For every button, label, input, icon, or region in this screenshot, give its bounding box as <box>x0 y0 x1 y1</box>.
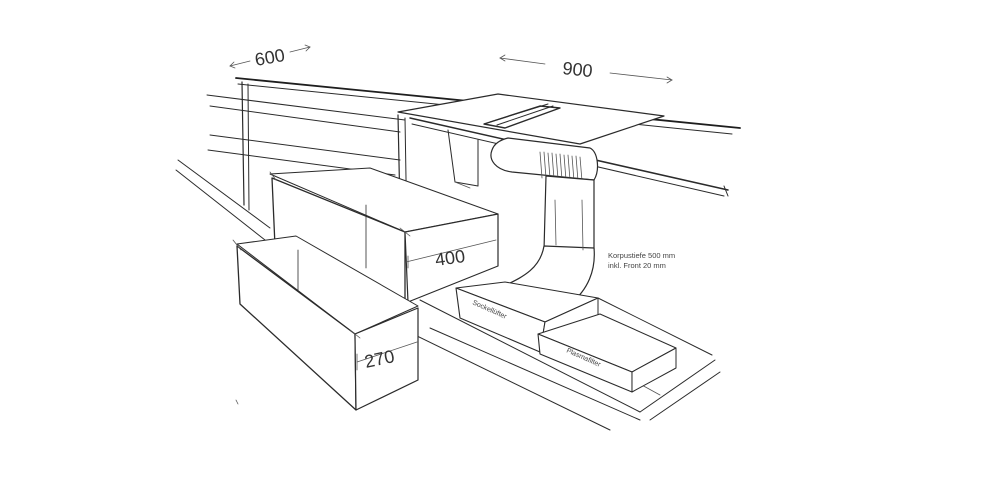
extraction-duct <box>490 137 599 305</box>
depth-note-line2: inkl. Front 20 mm <box>608 261 666 270</box>
plasma-filter-unit: Plasmafilter <box>537 313 677 393</box>
depth-note-line1: Korpustiefe 500 mm <box>608 251 675 260</box>
cooktop <box>397 93 665 145</box>
stray-mark <box>235 399 239 405</box>
dimension-600-label: 600 <box>253 45 286 70</box>
dimension-600: 600 <box>229 44 311 70</box>
dimension-400-label: 400 <box>434 246 467 270</box>
drawer-lower: 270 <box>232 235 419 411</box>
drawer-upper: 400 <box>269 167 499 304</box>
dimension-900: 900 <box>499 54 673 84</box>
depth-note: Korpustiefe 500 mm inkl. Front 20 mm <box>608 251 675 270</box>
dimension-900-label: 900 <box>562 58 594 81</box>
